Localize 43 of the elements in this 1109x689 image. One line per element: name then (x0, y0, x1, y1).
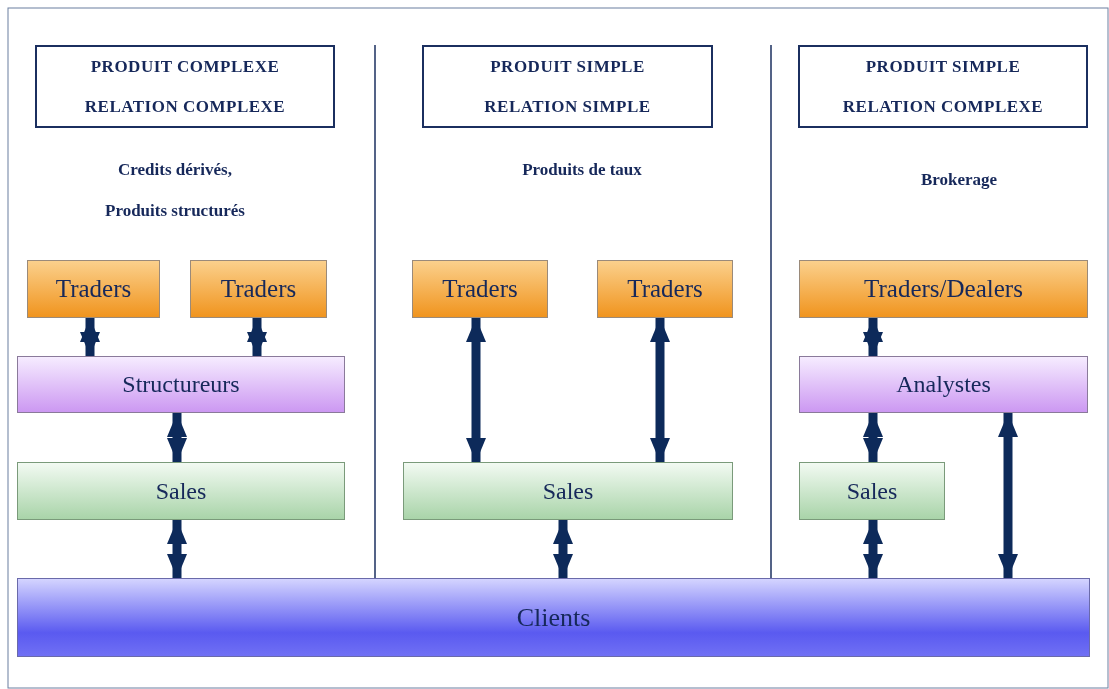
double-arrow (863, 318, 883, 356)
box-label: Analystes (896, 371, 991, 398)
double-arrow (247, 318, 267, 356)
traders-box (597, 260, 733, 318)
double-arrow (167, 413, 187, 462)
clients-bar (17, 578, 1090, 657)
double-arrow (998, 413, 1018, 578)
box-label: Traders (442, 275, 518, 303)
box-label: PRODUIT COMPLEXE RELATION COMPLEXE (83, 55, 287, 118)
box-label: Sales (542, 477, 594, 505)
category-note: Produits structurés (105, 201, 245, 221)
double-arrow (650, 318, 670, 462)
role-box (799, 356, 1088, 413)
double-arrow (553, 520, 573, 578)
box-label: Structureurs (122, 371, 240, 398)
category-box (35, 45, 335, 128)
box-label: Traders/Dealers (864, 275, 1023, 303)
box-label: PRODUIT SIMPLE RELATION COMPLEXE (841, 55, 1045, 118)
category-note: Brokerage (920, 170, 998, 190)
traders-box (799, 260, 1088, 318)
traders-box (27, 260, 160, 318)
box-label: Traders (55, 275, 132, 303)
box-label: Sales (846, 477, 898, 505)
category-box (422, 45, 713, 128)
double-arrow (167, 520, 187, 578)
category-box (798, 45, 1088, 128)
box-label: Sales (155, 477, 207, 505)
sales-box (799, 462, 945, 520)
box-label: Traders (627, 275, 703, 303)
sales-box (403, 462, 733, 520)
role-box (17, 356, 345, 413)
box-label: Traders (220, 275, 297, 303)
double-arrow (466, 318, 486, 462)
category-note: Credits dérivés, (118, 160, 232, 180)
box-label: Clients (516, 602, 591, 633)
double-arrow (80, 318, 100, 356)
double-arrow (863, 520, 883, 578)
traders-box (190, 260, 327, 318)
double-arrow (863, 413, 883, 462)
category-note: Produits de taux (522, 160, 642, 180)
sales-box (17, 462, 345, 520)
box-label: PRODUIT SIMPLE RELATION SIMPLE (483, 55, 652, 118)
traders-box (412, 260, 548, 318)
